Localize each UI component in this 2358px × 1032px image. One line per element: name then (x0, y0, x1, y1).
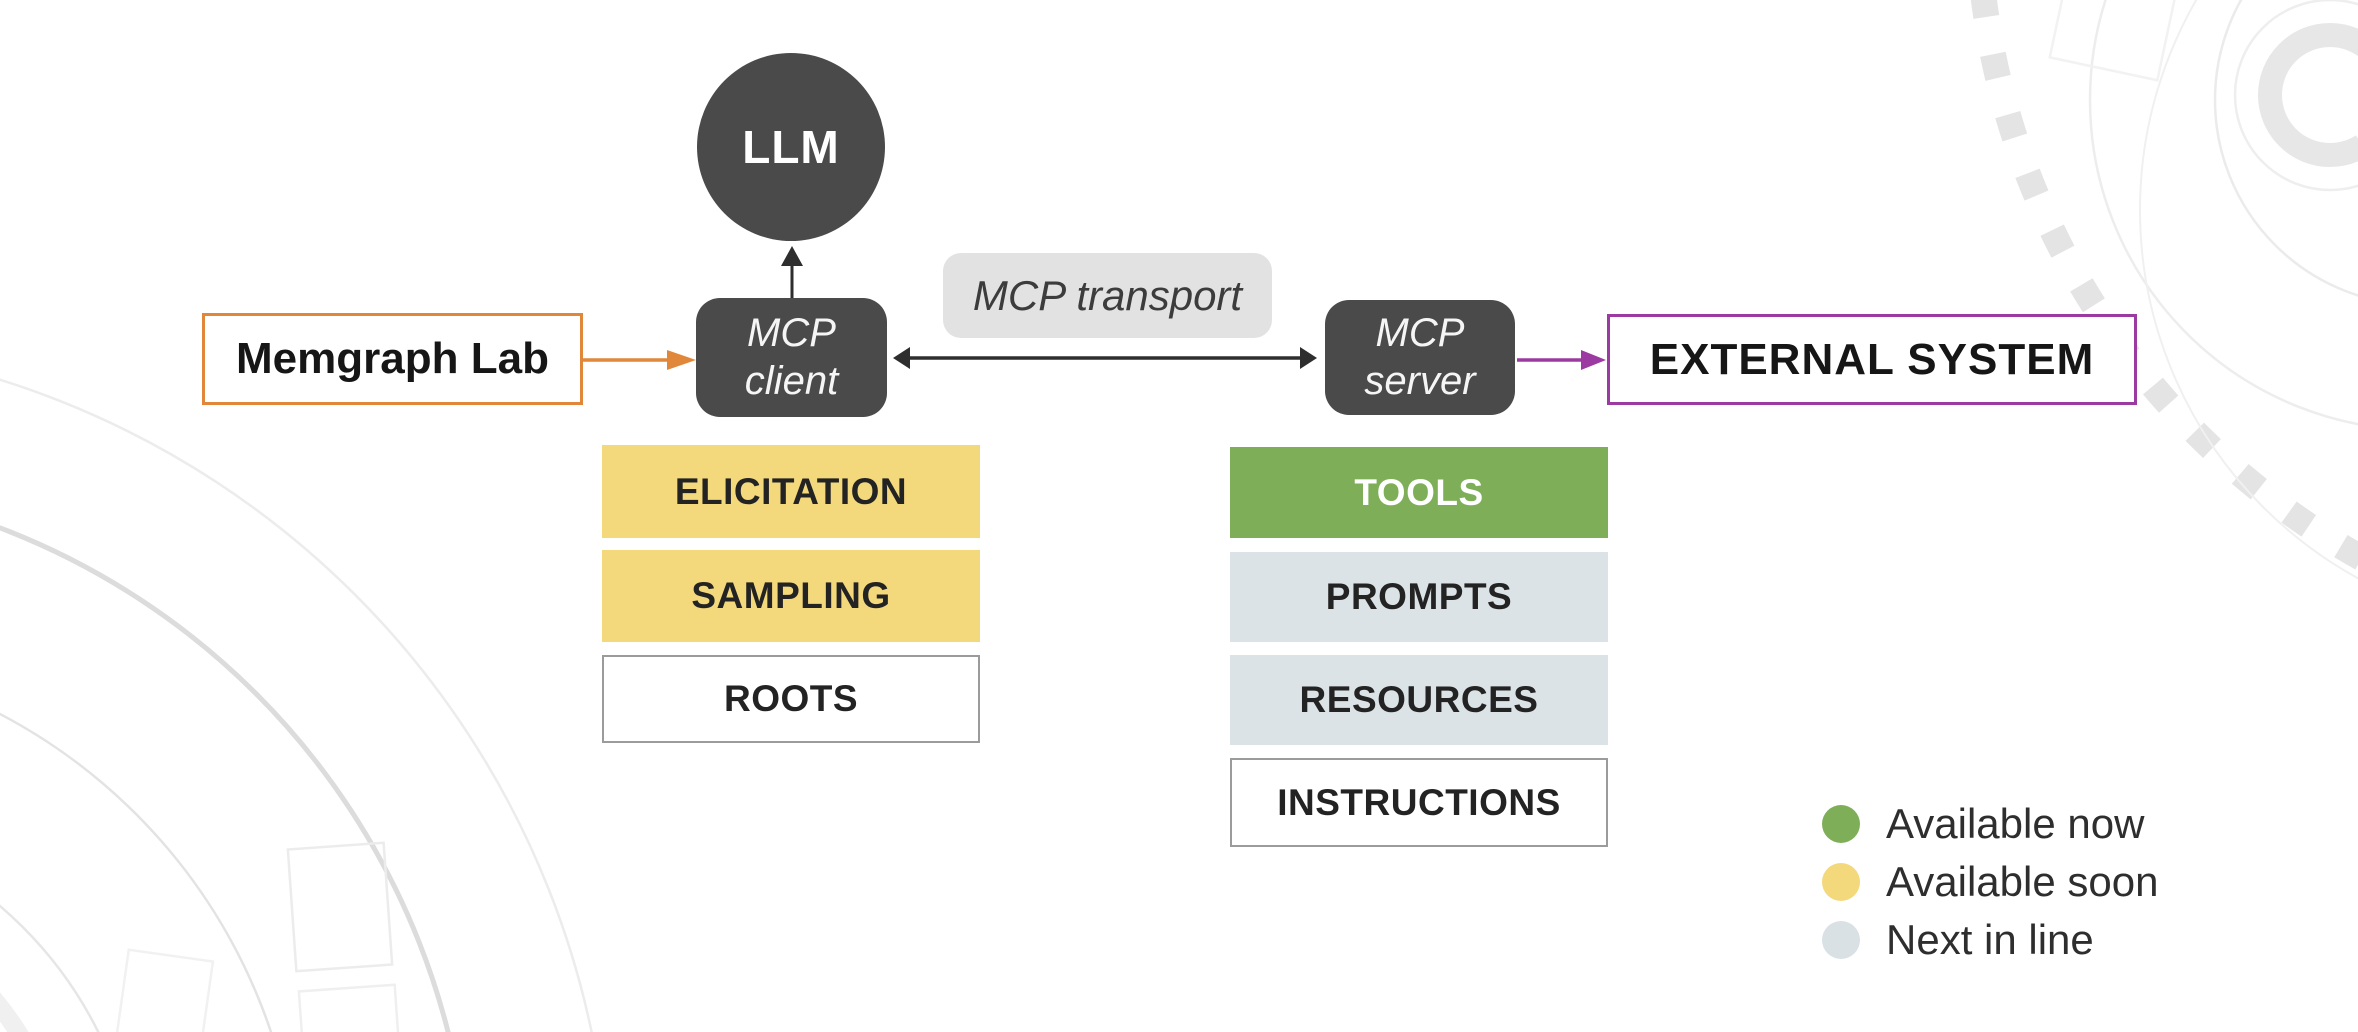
square-decoration (297, 983, 403, 1032)
capability-label: RESOURCES (1299, 679, 1539, 720)
capability-roots: ROOTS (602, 655, 980, 743)
external-system-node: EXTERNAL SYSTEM (1607, 314, 2137, 405)
capability-tools: TOOLS (1230, 447, 1608, 538)
capability-label: TOOLS (1354, 471, 1484, 513)
mcp-client-node: MCP client (696, 298, 887, 417)
mcp-client-label-line1: MCP (747, 311, 836, 356)
arrow-memgraphlab-to-client (583, 350, 696, 370)
legend-label: Available now (1886, 800, 2145, 847)
legend-item-available-now: Available now (1822, 800, 2158, 847)
arrow-client-server (893, 347, 1317, 369)
capability-prompts: PROMPTS (1230, 552, 1608, 642)
legend-dot-green (1822, 805, 1860, 843)
legend-dot-gray (1822, 921, 1860, 959)
legend-item-next-in-line: Next in line (1822, 916, 2158, 963)
square-decoration (2048, 0, 2182, 82)
mcp-server-label-line2: server (1364, 358, 1476, 403)
mcp-client-label-line2: client (744, 358, 839, 403)
capability-label: ELICITATION (674, 470, 908, 512)
arrow-client-to-llm (781, 246, 803, 298)
capability-label: SAMPLING (691, 575, 891, 616)
mcp-transport-node: MCP transport (943, 253, 1272, 338)
legend: Available now Available soon Next in lin… (1822, 800, 2159, 963)
memgraph-lab-label: Memgraph Lab (236, 334, 549, 383)
memgraph-lab-node: Memgraph Lab (202, 313, 583, 405)
legend-label: Next in line (1886, 916, 2094, 963)
circle-decoration (2088, 0, 2358, 426)
square-decoration (110, 948, 215, 1032)
capability-resources: RESOURCES (1230, 655, 1608, 745)
square-decoration (286, 841, 394, 973)
circle-decoration (2139, 0, 2358, 580)
llm-label: LLM (742, 121, 840, 173)
thick-arc-decoration (2258, 23, 2358, 167)
legend-label: Available soon (1886, 858, 2159, 905)
mcp-server-node: MCP server (1325, 300, 1515, 415)
circle-decoration (2233, 0, 2358, 192)
mcp-transport-label: MCP transport (972, 271, 1243, 319)
legend-dot-yellow (1822, 863, 1860, 901)
legend-item-available-soon: Available soon (1822, 858, 2159, 905)
external-system-label: EXTERNAL SYSTEM (1649, 334, 2095, 384)
capability-sampling: SAMPLING (602, 550, 980, 642)
arrow-server-to-external (1517, 350, 1606, 370)
capability-label: PROMPTS (1325, 576, 1513, 617)
capability-instructions: INSTRUCTIONS (1230, 758, 1608, 847)
llm-node: LLM (697, 53, 885, 241)
capability-label: ROOTS (723, 678, 859, 719)
circle-decoration (2213, 0, 2358, 297)
capability-elicitation: ELICITATION (602, 445, 980, 538)
capability-label: INSTRUCTIONS (1277, 781, 1561, 823)
mcp-server-label-line1: MCP (1375, 311, 1465, 356)
